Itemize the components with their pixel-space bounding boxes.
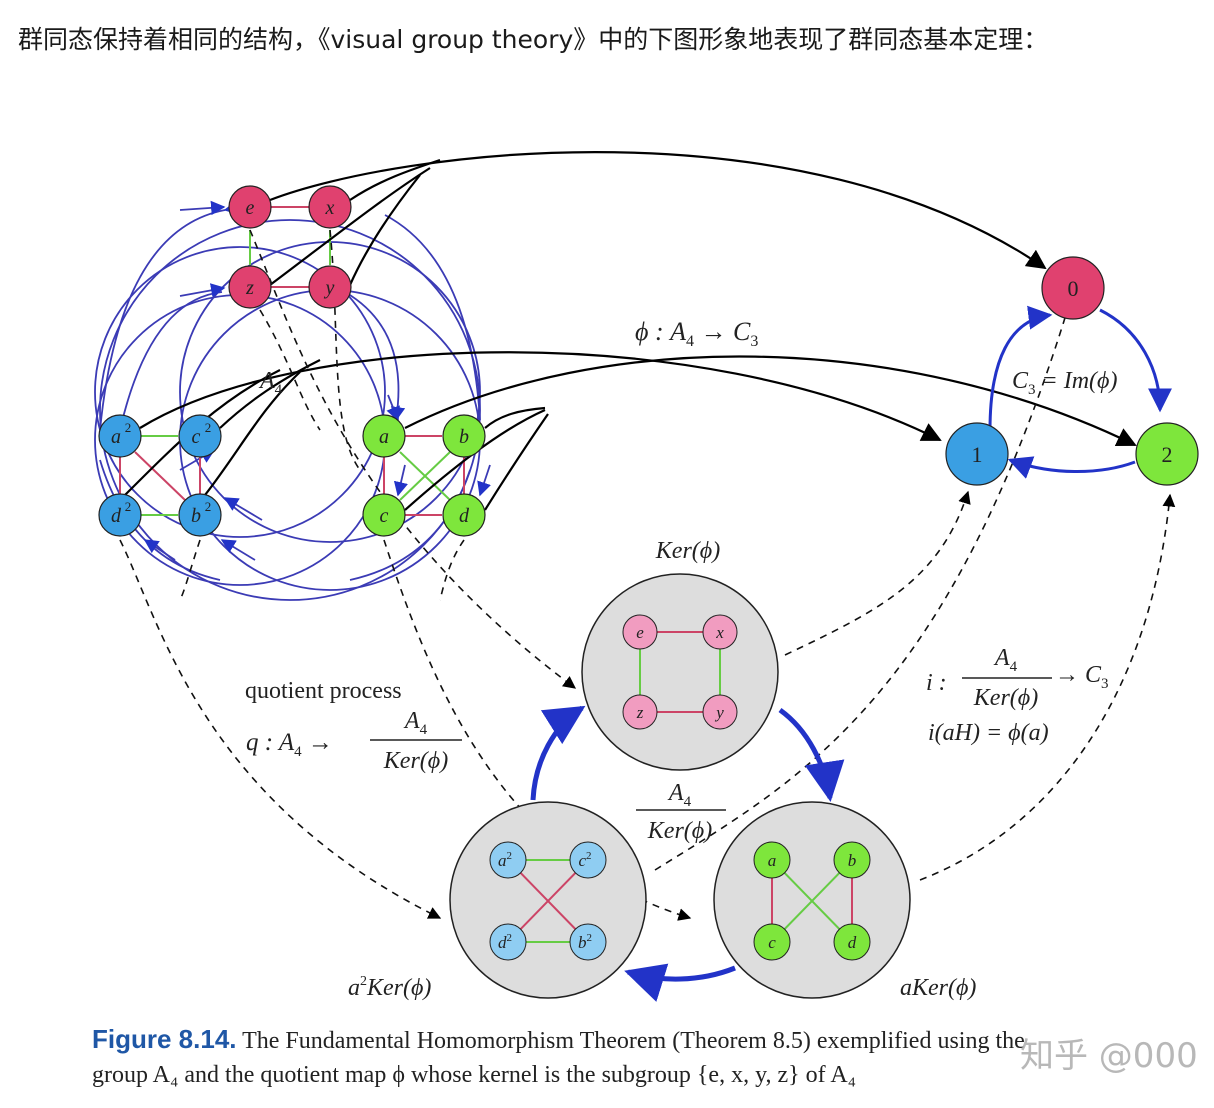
coset-arrow-a2-to-ker bbox=[530, 705, 586, 801]
node-b-label: b bbox=[459, 426, 469, 448]
node-c2-label: c bbox=[192, 426, 201, 448]
c3-arrow-0-2 bbox=[1099, 308, 1172, 413]
watermark: 知乎 @000 bbox=[1020, 1036, 1198, 1076]
quotient-fraction: A4 Ker(ϕ) bbox=[636, 780, 726, 844]
q-map-lhs: q : A4 → bbox=[246, 729, 333, 760]
node-b2-label: b bbox=[191, 505, 201, 527]
node-c-label: c bbox=[380, 505, 389, 527]
node-x: x bbox=[308, 185, 352, 229]
node-a: a bbox=[362, 414, 406, 458]
a2-coset-node-d2: d2 bbox=[498, 932, 512, 952]
c3-im-label: C3 = Im(ϕ) bbox=[1012, 368, 1117, 398]
a2-coset-node-c2: c2 bbox=[578, 850, 591, 870]
quotient-process-label: quotient process q : A4 → A4 Ker(ϕ) bbox=[245, 678, 462, 774]
node-e: e bbox=[228, 185, 272, 229]
c3-node-0-label: 0 bbox=[1068, 276, 1079, 301]
ker-node-z: z bbox=[636, 703, 644, 722]
phi-map-label: ϕ : A4 → C3 bbox=[635, 317, 758, 350]
node-b2-exp: 2 bbox=[205, 499, 212, 514]
caption-line-2: group A₄ and the quotient map ϕ whose ke… bbox=[92, 1062, 857, 1088]
c3-node-1: 1 bbox=[945, 422, 1009, 486]
coset-a-ker: a b c d bbox=[713, 801, 911, 999]
a2-coset-node-a2: a2 bbox=[498, 850, 512, 870]
i-map-lhs: i : bbox=[926, 670, 947, 696]
node-d2-label: d bbox=[111, 505, 122, 527]
q-map-numerator: A4 bbox=[403, 708, 428, 738]
c3-arrow-1-0 bbox=[988, 305, 1053, 431]
a4-ring-arrows bbox=[143, 200, 491, 561]
node-a-label: a bbox=[379, 426, 389, 448]
node-b: b bbox=[442, 414, 486, 458]
a4-group-nodes: e x z y a 2 c 2 d 2 b bbox=[98, 185, 486, 537]
c3-cycle: 0 1 2 C3 = Im(ϕ) bbox=[945, 256, 1199, 486]
phi-arrows bbox=[124, 151, 1137, 511]
quotient-group: Ker(ϕ) e x z y a2 c2 bbox=[449, 538, 911, 1002]
node-a2: a 2 bbox=[98, 414, 142, 458]
ker-node-y: y bbox=[714, 703, 724, 722]
node-z: z bbox=[228, 265, 272, 309]
node-y: y bbox=[308, 265, 352, 309]
figure-caption: Figure 8.14. The Fundamental Homomorphis… bbox=[92, 1022, 1202, 1092]
node-d-label: d bbox=[459, 505, 470, 527]
c3-node-2-label: 2 bbox=[1162, 442, 1173, 467]
node-d: d bbox=[442, 493, 486, 537]
coset-arrow-ker-to-a bbox=[778, 707, 845, 802]
node-x-label: x bbox=[325, 197, 335, 219]
node-d2: d 2 bbox=[98, 493, 142, 537]
a4-cayley-rings bbox=[94, 200, 481, 601]
a-coset-node-d: d bbox=[848, 933, 857, 952]
quotient-process-text: quotient process bbox=[245, 678, 402, 704]
node-e-label: e bbox=[246, 197, 255, 219]
node-d2-exp: 2 bbox=[125, 499, 132, 514]
coset-a2-ker: a2 c2 d2 b2 bbox=[449, 801, 647, 999]
c3-node-2: 2 bbox=[1135, 422, 1199, 486]
node-a2-exp: 2 bbox=[125, 420, 132, 435]
c3-arrow-2-1 bbox=[1007, 456, 1136, 479]
node-y-label: y bbox=[324, 277, 335, 299]
node-c2-exp: 2 bbox=[205, 420, 212, 435]
a-ker-label: aKer(ϕ) bbox=[900, 975, 976, 1001]
i-map-label: i : A4 Ker(ϕ) → C3 i(aH) = ϕ(a) bbox=[926, 645, 1109, 746]
i-map-definition: i(aH) = ϕ(a) bbox=[928, 720, 1049, 746]
a2-ker-label: a2Ker(ϕ) bbox=[348, 974, 431, 1001]
ker-node-e: e bbox=[636, 623, 644, 642]
ker-node-x: x bbox=[715, 623, 724, 642]
i-map-numerator: A4 bbox=[993, 645, 1018, 675]
node-c: c bbox=[362, 493, 406, 537]
coset-arrow-a-to-a2 bbox=[624, 963, 736, 1002]
caption-line-1-text: The Fundamental Homomorphism Theorem (Th… bbox=[236, 1028, 1025, 1054]
caption-figure-label: Figure 8.14. bbox=[92, 1024, 237, 1054]
homomorphism-diagram: e x z y a 2 c 2 d 2 b bbox=[94, 151, 1199, 1002]
a2-coset-node-b2: b2 bbox=[578, 932, 592, 952]
quotient-numerator: A4 bbox=[667, 780, 692, 810]
caption-line-1: Figure 8.14. The Fundamental Homomorphis… bbox=[92, 1022, 1202, 1058]
node-b2: b 2 bbox=[178, 493, 222, 537]
q-map-denominator: Ker(ϕ) bbox=[383, 748, 448, 774]
a4-label: A4 bbox=[258, 368, 283, 398]
a4-inner-edges bbox=[119, 206, 465, 516]
a-coset-node-b: b bbox=[848, 851, 857, 870]
i-map-denominator: Ker(ϕ) bbox=[973, 685, 1038, 711]
a-coset-node-c: c bbox=[768, 933, 776, 952]
node-z-label: z bbox=[245, 277, 254, 299]
ker-title: Ker(ϕ) bbox=[655, 538, 720, 564]
a-coset-node-a: a bbox=[768, 851, 777, 870]
i-map-rhs: → C3 bbox=[1055, 662, 1109, 692]
c3-node-0: 0 bbox=[1041, 256, 1105, 320]
c3-node-1-label: 1 bbox=[972, 442, 983, 467]
intro-text: 群同态保持着相同的结构，《visual group theory》中的下图形象地… bbox=[18, 25, 1049, 54]
coset-ker: e x z y bbox=[581, 573, 779, 771]
quotient-denominator: Ker(ϕ) bbox=[647, 818, 712, 844]
quotient-dashed-arrows bbox=[119, 229, 1176, 921]
node-a2-label: a bbox=[111, 426, 121, 448]
node-c2: c 2 bbox=[178, 414, 222, 458]
